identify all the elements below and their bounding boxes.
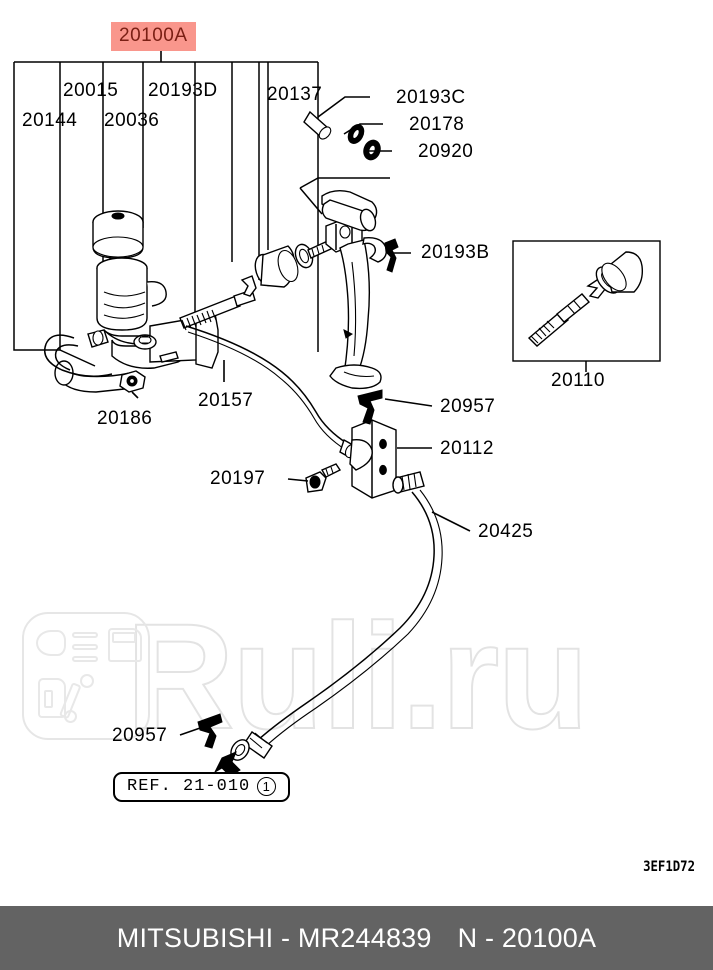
leader-20193C [317,96,370,118]
callout-20957-upper[interactable]: 20957 [440,396,496,417]
small-hardware-parts [303,110,381,161]
leader-20197 [287,478,309,482]
master-cylinder-body [44,307,219,393]
part-20193B-clip [384,238,399,273]
callout-20157[interactable]: 20157 [198,390,254,411]
reference-text: REF. 21-010 [127,777,251,796]
leader-20425 [431,511,471,532]
callout-20957-lower[interactable]: 20957 [112,725,168,746]
reservoir-tank [96,257,167,331]
part-20197-bolt [305,463,342,493]
callout-20425[interactable]: 20425 [478,521,534,542]
callout-20036[interactable]: 20036 [104,110,160,131]
callout-20197[interactable]: 20197 [210,468,266,489]
callout-20178[interactable]: 20178 [409,114,465,135]
callout-20144[interactable]: 20144 [22,110,78,131]
callout-20015[interactable]: 20015 [63,80,119,101]
reference-marker: 1 [257,777,277,796]
callout-20112[interactable]: 20112 [440,438,494,459]
reference-box[interactable]: REF. 21-010 1 [113,772,291,802]
leader-20957-lower [179,726,204,736]
diagram-code: 3EF1D72 [643,859,695,875]
callout-20920[interactable]: 20920 [418,141,474,162]
callout-20193C[interactable]: 20193C [396,87,466,108]
callout-20110[interactable]: 20110 [551,370,605,391]
part-20957-clip-lower [197,713,223,749]
part-20957-clip-upper [357,389,383,425]
leader-20957-upper [384,398,433,407]
footer-brand-part: MITSUBISHI - MR244839 [116,922,432,953]
part-20112-bracket [349,419,397,499]
footer-group: N - 20100A [457,922,597,953]
callout-20186[interactable]: 20186 [97,408,153,429]
part-20425-hose [213,471,443,777]
part-20186-nut [119,370,146,393]
reservoir-cap [92,210,144,259]
inset-box-20110 [512,240,661,372]
leader-20186 [131,391,139,399]
callout-20137[interactable]: 20137 [267,84,323,105]
clutch-pedal-assembly [299,177,390,390]
callout-20193B[interactable]: 20193B [421,242,490,263]
retaining-pin-lower [159,351,179,363]
callout-20193D[interactable]: 20193D [148,80,218,101]
footer-bar: MITSUBISHI - MR244839 N - 20100A [0,906,713,970]
callout-20100A[interactable]: 20100A [111,22,196,51]
leader-20178 [343,123,383,135]
leader-lines [131,48,471,736]
parts-illustration [13,61,661,777]
